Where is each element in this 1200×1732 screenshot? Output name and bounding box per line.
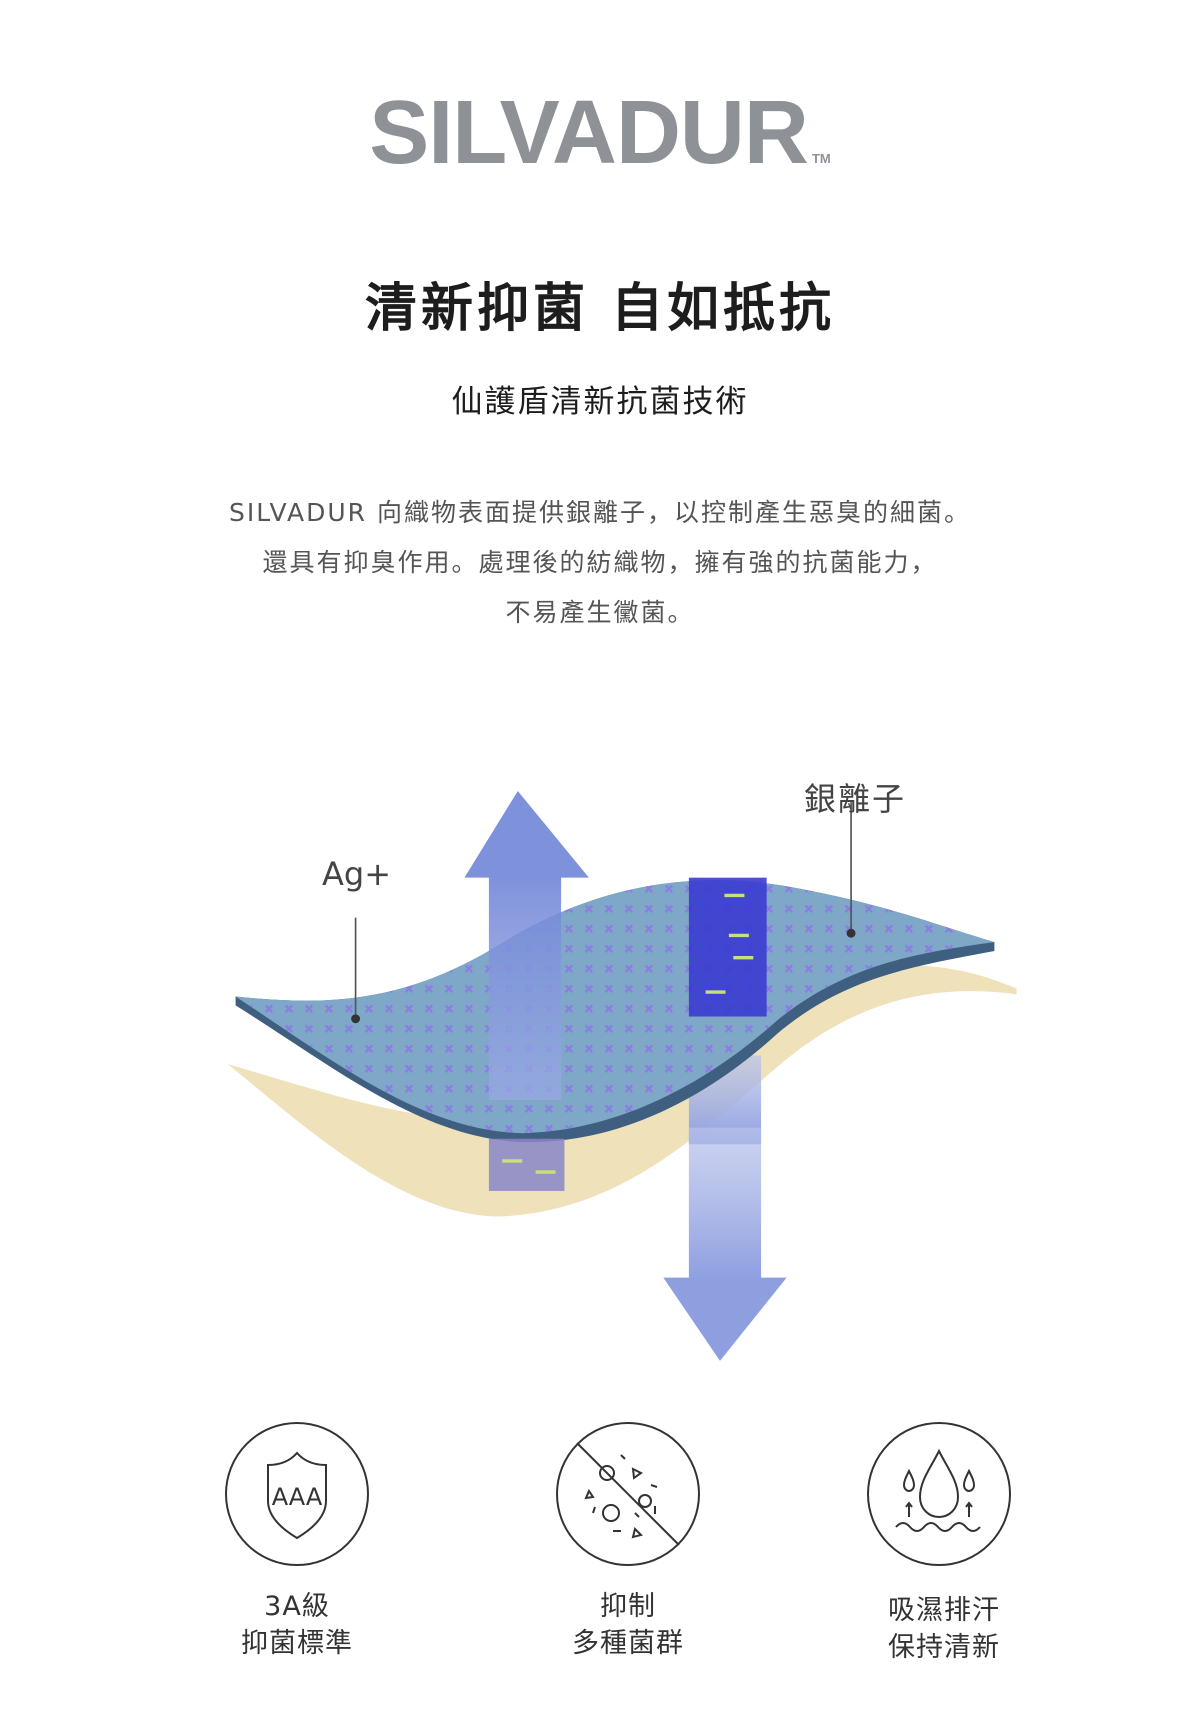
silver-ion-label: 銀離子 — [804, 780, 907, 818]
feature-line: 抑制 — [600, 1591, 656, 1622]
small-patch — [488, 1138, 565, 1191]
bacteria-marks — [705, 893, 754, 994]
up-arrow-icon — [464, 791, 589, 1100]
page-subtitle: 仙護盾清新抗菌技術 — [451, 384, 749, 420]
fabric-pattern — [235, 880, 995, 1134]
feature-line: 3A級 — [264, 1591, 330, 1622]
ag-pointer-dot — [351, 1014, 361, 1024]
description-line: 還具有抑臭作用。處理後的紡織物，擁有強的抗菌能力， — [262, 548, 938, 577]
logo-tm: TM — [811, 151, 831, 166]
bacteria-prohibited-icon — [556, 1422, 700, 1566]
down-arrow-icon — [663, 1127, 787, 1361]
page-title: 清新抑菌 自如抵抗 — [364, 279, 836, 339]
silver-ion-patch — [688, 877, 767, 1017]
feature-line: 抑菌標準 — [241, 1628, 353, 1659]
feature-3a-label: 3A級 抑菌標準 — [177, 1588, 417, 1662]
description: SILVADUR 向織物表面提供銀離子，以控制產生惡臭的細菌。 還具有抑臭作用。… — [0, 488, 1200, 638]
feature-line: 吸濕排汗 — [888, 1595, 1000, 1626]
water-drop-icon — [867, 1422, 1011, 1566]
description-line: SILVADUR 向織物表面提供銀離子，以控制產生惡臭的細菌。 — [229, 498, 971, 527]
feature-line: 多種菌群 — [572, 1628, 684, 1659]
feature-inhibit-label: 抑制 多種菌群 — [508, 1588, 748, 1662]
logo-text: SILVADUR — [369, 83, 809, 183]
bacteria-marks-small — [502, 1159, 556, 1174]
ag-label: Ag+ — [322, 855, 392, 893]
silver-ion-pointer-dot — [846, 928, 856, 938]
description-line: 不易產生黴菌。 — [505, 598, 695, 627]
shield-badge-text: AAA — [272, 1483, 323, 1511]
shield-aaa-icon: AAA — [225, 1422, 369, 1566]
feature-moisture-label: 吸濕排汗 保持清新 — [824, 1592, 1064, 1666]
feature-line: 保持清新 — [888, 1632, 1000, 1663]
